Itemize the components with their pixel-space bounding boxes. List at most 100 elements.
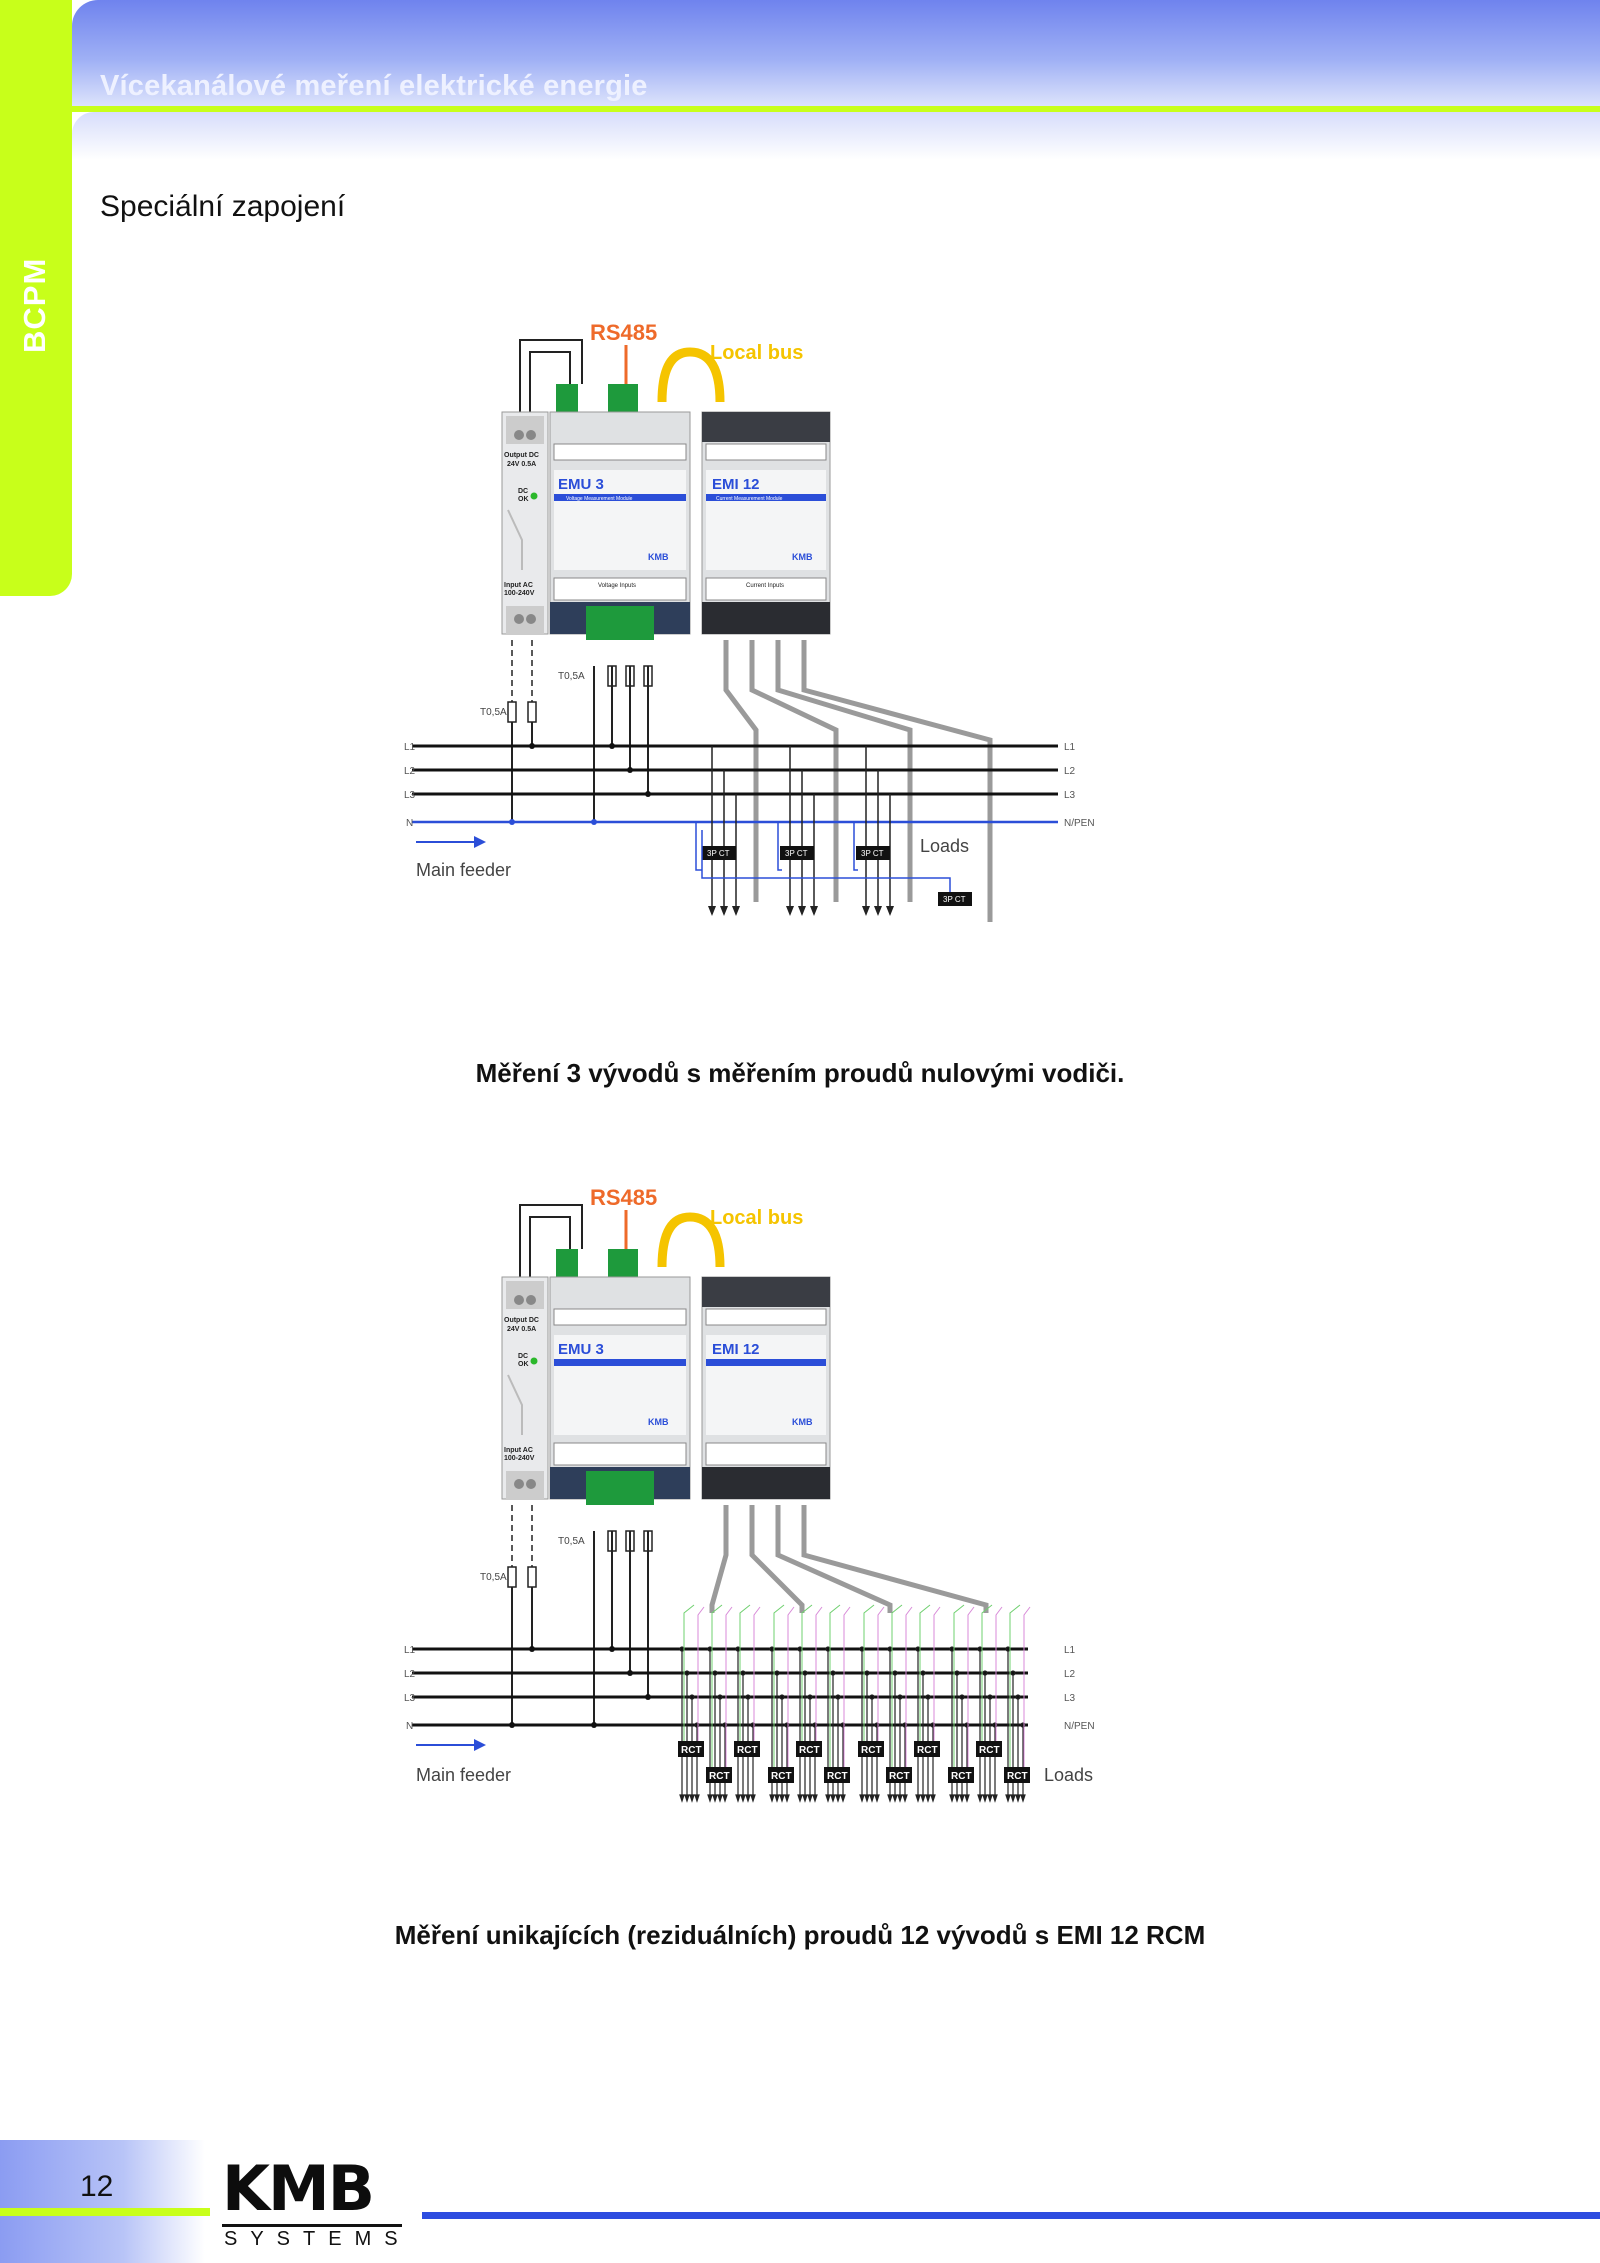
svg-text:N: N [406,1721,413,1732]
svg-text:L2: L2 [404,1669,416,1680]
rct-block [796,1741,822,1757]
caption-diagram1: Měření 3 vývodů s měřením proudů nulovým… [475,1058,1125,1088]
svg-text:Voltage Inputs: Voltage Inputs [598,583,636,589]
svg-text:RCT: RCT [827,1771,848,1782]
emi-title: EMI 12 [712,476,760,493]
svg-text:EMI 12: EMI 12 [712,1341,760,1358]
wiring-diagram-3p-ct: RS485 Local bus Output DC 24V 0.5A DC OK… [404,320,1095,922]
svg-text:OK: OK [518,496,529,503]
svg-text:100-240V: 100-240V [504,1455,535,1462]
rs485-label: RS485 [590,1185,657,1210]
rct-block [886,1767,912,1783]
svg-text:Current Measurement Module: Current Measurement Module [716,496,783,502]
caption-diagram2: Měření unikajících (reziduálních) proudů… [394,1920,1206,1950]
header-bar [72,0,1600,108]
svg-text:RCT: RCT [799,1745,820,1756]
emi12-module: EMI 12 KMB [701,1276,831,1500]
svg-text:N/PEN: N/PEN [1064,818,1095,829]
svg-text:EMU 3: EMU 3 [558,1341,604,1358]
svg-text:L3: L3 [1064,1693,1076,1704]
svg-text:3P CT: 3P CT [943,895,966,904]
line-label-l2: L2 [404,766,416,777]
emu3-module: EMU 3 KMB [549,1249,691,1505]
local-bus-cable [657,347,725,403]
local-bus-label: Local bus [710,1207,803,1229]
power-supply: Output DC 24V 0.5A DC OK Input AC 100-24… [501,411,549,635]
svg-text:L1: L1 [1064,742,1076,753]
kmb-logo: KMB SYSTEMS [222,2152,402,2250]
line-label-l1: L1 [404,742,416,753]
rct-block [734,1741,760,1757]
svg-text:RCT: RCT [979,1745,1000,1756]
footer-accent-strip [0,2208,210,2216]
side-tab-label: BCPM [17,257,52,353]
rct-block [678,1741,704,1757]
svg-text:24V 0.5A: 24V 0.5A [507,461,536,468]
wiring-diagram-rct: RS485 Local bus Output DC 24V 0.5A DC OK… [404,1185,1095,1803]
rct-block [976,1741,1002,1757]
logo-underline [222,2224,402,2227]
rct-block [914,1741,940,1757]
emu-title: EMU 3 [558,476,604,493]
svg-text:OK: OK [518,1361,529,1368]
rs485-label: RS485 [590,320,657,345]
svg-text:100-240V: 100-240V [504,590,535,597]
svg-text:3P CT: 3P CT [707,849,730,858]
svg-text:T0,5A: T0,5A [480,707,507,718]
header-title: Vícekanálové meření elektrické energie [100,70,648,102]
svg-text:RCT: RCT [889,1771,910,1782]
rct-block [948,1767,974,1783]
svg-text:DC: DC [518,488,528,495]
rct-block [1004,1767,1030,1783]
svg-text:RCT: RCT [771,1771,792,1782]
svg-text:N/PEN: N/PEN [1064,1721,1095,1732]
rct-block [768,1767,794,1783]
svg-text:L1: L1 [404,1645,416,1656]
svg-text:T0,5A: T0,5A [558,1536,585,1547]
svg-text:Current Inputs: Current Inputs [746,583,784,589]
svg-text:RCT: RCT [709,1771,730,1782]
loads-label: Loads [1044,1765,1093,1785]
power-supply: Output DC 24V 0.5A DC OK Input AC 100-24… [501,1276,549,1500]
svg-text:KMB: KMB [648,1417,669,1427]
svg-text:Voltage Measurement Module: Voltage Measurement Module [566,496,633,502]
svg-text:RCT: RCT [1007,1771,1028,1782]
rct-block [706,1767,732,1783]
svg-text:L3: L3 [1064,790,1076,801]
svg-text:3P CT: 3P CT [785,849,808,858]
svg-text:3P CT: 3P CT [861,849,884,858]
header-accent-strip [72,106,1600,112]
logo-main-text: KMB [222,2152,375,2225]
rct-block [858,1741,884,1757]
svg-text:T0,5A: T0,5A [480,1572,507,1583]
svg-text:RCT: RCT [917,1745,938,1756]
svg-text:L2: L2 [1064,766,1076,777]
svg-text:RCT: RCT [681,1745,702,1756]
ct-group: 3P CT 3P CT 3P CT 3P CT [702,846,972,906]
svg-text:KMB: KMB [648,552,669,562]
footer-blue-line [422,2212,1600,2219]
svg-text:L1: L1 [1064,1645,1076,1656]
svg-text:Input AC: Input AC [504,1447,533,1454]
svg-text:Input AC: Input AC [504,582,533,589]
emi12-module: EMI 12 Current Measurement Module KMB Cu… [701,411,831,635]
footer-left-block [0,2140,205,2263]
svg-text:DC: DC [518,1353,528,1360]
header-sub-bar [72,112,1600,160]
svg-text:Output DC: Output DC [504,1317,539,1324]
svg-text:L3: L3 [404,1693,416,1704]
loads-label: Loads [920,836,969,856]
side-tab [0,0,72,596]
svg-text:RCT: RCT [951,1771,972,1782]
svg-text:Output DC: Output DC [504,452,539,459]
svg-text:24V 0.5A: 24V 0.5A [507,1326,536,1333]
main-feeder-label: Main feeder [416,860,511,880]
svg-text:KMB: KMB [792,552,813,562]
svg-text:RCT: RCT [861,1745,882,1756]
page-number: 12 [80,2170,114,2203]
svg-text:RCT: RCT [737,1745,758,1756]
line-label-n: N [406,818,413,829]
svg-text:KMB: KMB [792,1417,813,1427]
svg-text:T0,5A: T0,5A [558,671,585,682]
svg-text:L2: L2 [1064,1669,1076,1680]
